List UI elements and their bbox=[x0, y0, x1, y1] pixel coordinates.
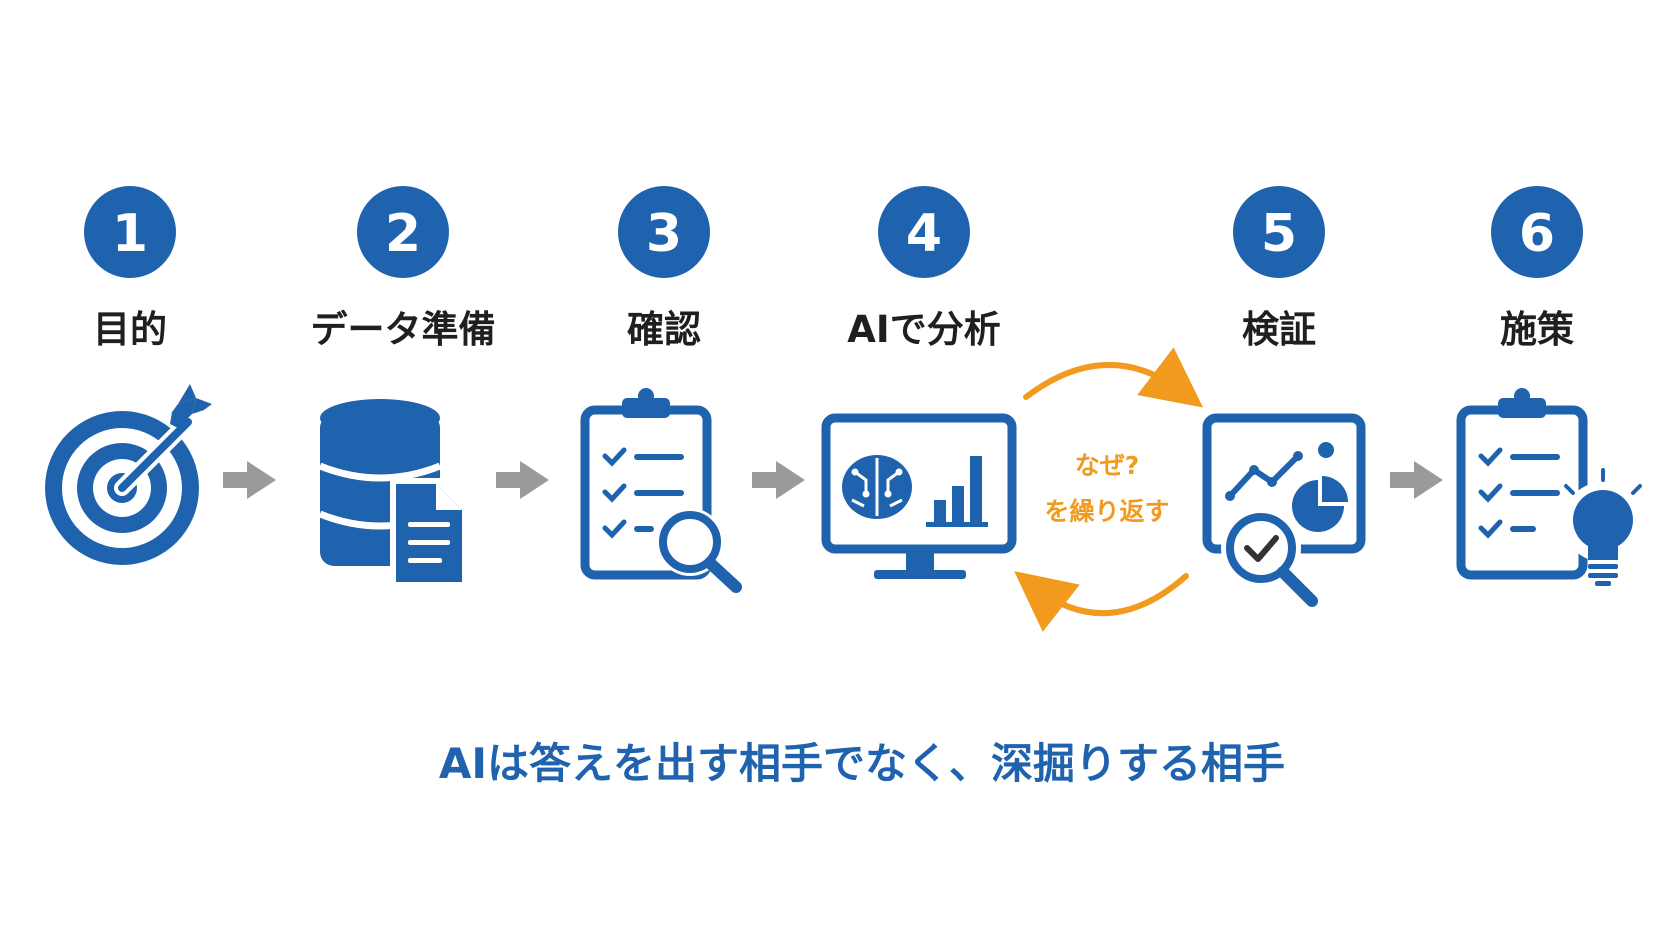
step-label: AIで分析 bbox=[847, 308, 1000, 351]
repeat-loop: なぜ? を繰り返す bbox=[1014, 347, 1204, 632]
step-number-badge: 6 bbox=[1491, 186, 1583, 278]
step-label: 確認 bbox=[627, 308, 701, 351]
step-2: 2 データ準備 bbox=[311, 186, 496, 588]
tagline: AIは答えを出す相手でなく、深掘りする相手 bbox=[439, 739, 1285, 788]
database-document-icon bbox=[318, 399, 468, 588]
step-number: 6 bbox=[1519, 204, 1555, 264]
step-4: 4 AIで分析 bbox=[821, 186, 1017, 579]
connector-arrow bbox=[752, 461, 805, 499]
step-3: 3 確認 bbox=[580, 186, 742, 593]
step-label: 目的 bbox=[93, 308, 167, 351]
step-number: 5 bbox=[1261, 204, 1297, 264]
step-number-badge: 5 bbox=[1233, 186, 1325, 278]
target-icon bbox=[45, 384, 212, 565]
step-6: 6 施策 bbox=[1456, 186, 1643, 586]
step-label: データ準備 bbox=[311, 308, 496, 351]
step-number: 2 bbox=[385, 204, 421, 264]
monitor-verify-icon bbox=[1202, 413, 1366, 607]
step-number: 4 bbox=[906, 204, 942, 264]
step-number: 1 bbox=[112, 204, 148, 264]
connector-arrow bbox=[1390, 461, 1443, 499]
step-number-badge: 2 bbox=[357, 186, 449, 278]
step-label: 検証 bbox=[1242, 308, 1316, 351]
clipboard-search-icon bbox=[580, 388, 742, 593]
monitor-brain-chart-icon bbox=[821, 413, 1017, 579]
step-label: 施策 bbox=[1500, 308, 1574, 351]
step-1: 1 目的 bbox=[45, 186, 212, 565]
loop-arrow-top bbox=[1023, 347, 1204, 408]
step-number: 3 bbox=[646, 204, 682, 264]
step-number-badge: 1 bbox=[84, 186, 176, 278]
step-number-badge: 4 bbox=[878, 186, 970, 278]
connector-arrow bbox=[496, 461, 549, 499]
step-number-badge: 3 bbox=[618, 186, 710, 278]
loop-text-repeat: を繰り返す bbox=[1044, 497, 1169, 526]
clipboard-lightbulb-icon bbox=[1456, 388, 1643, 586]
step-5: 5 検証 bbox=[1202, 186, 1366, 607]
connector-arrow bbox=[223, 461, 276, 499]
loop-text-why: なぜ? bbox=[1075, 451, 1140, 480]
loop-arrow-bottom bbox=[1014, 571, 1189, 632]
